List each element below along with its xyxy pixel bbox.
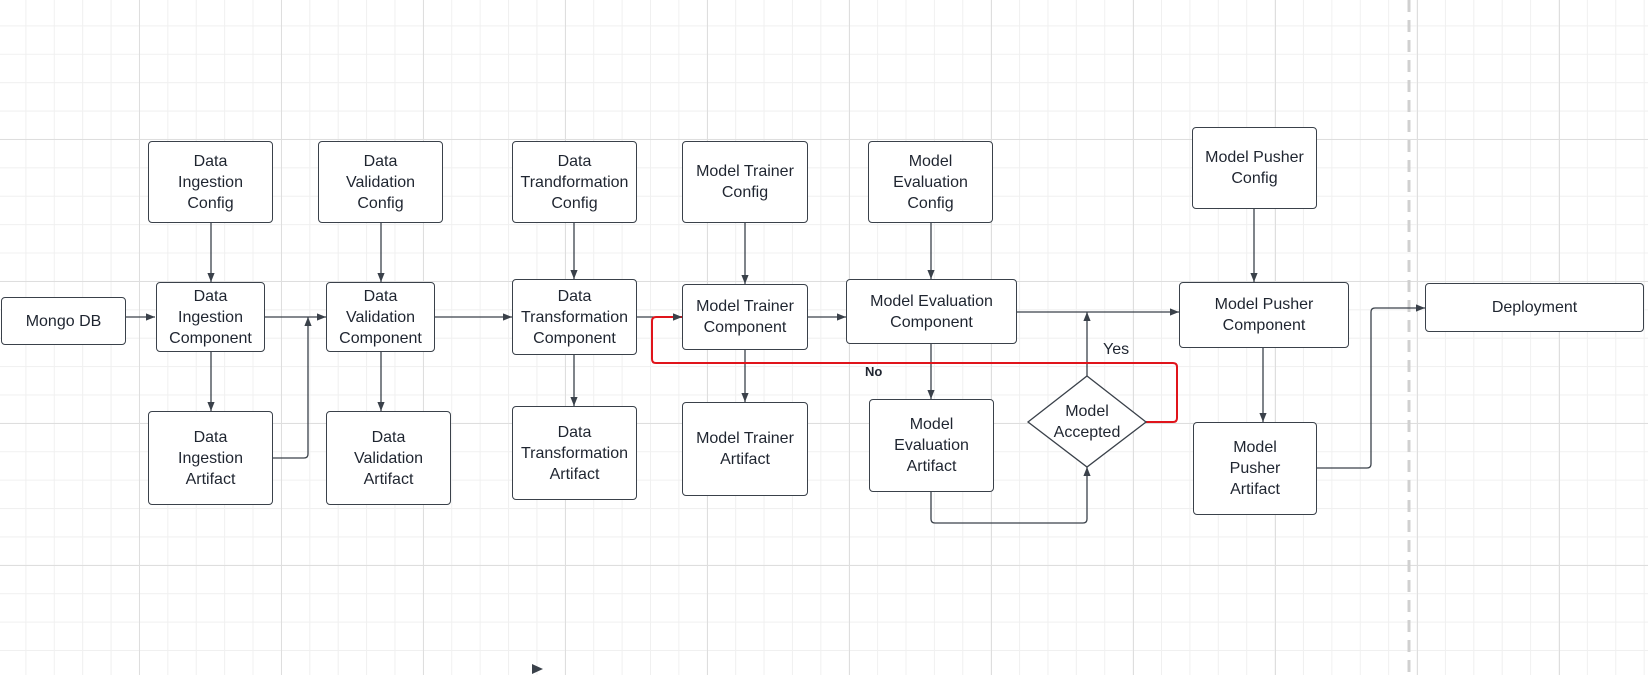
data-validation-component-node[interactable]: Data Validation Component — [326, 282, 435, 352]
stray-arrowhead — [532, 664, 543, 674]
data-ingestion-artifact-node[interactable]: Data Ingestion Artifact — [148, 411, 273, 505]
edge-pusher-artifact-to-deployment — [1317, 304, 1425, 469]
edge-ingestion-artifact-to-validation — [273, 317, 312, 459]
model-trainer-component-node[interactable]: Model Trainer Component — [682, 284, 808, 350]
edge-accepted-no — [651, 313, 1178, 423]
edge-evaluation-artifact-to-accepted — [930, 467, 1091, 524]
data-transformation-artifact-node[interactable]: Data Transformation Artifact — [512, 406, 637, 500]
data-validation-config-node[interactable]: Data Validation Config — [318, 141, 443, 223]
decision-diamond — [1026, 375, 1148, 468]
model-evaluation-config-node[interactable]: Model Evaluation Config — [868, 141, 993, 223]
model-pusher-config-node[interactable]: Model Pusher Config — [1192, 127, 1317, 209]
data-transformation-config-node[interactable]: Data Trandformation Config — [512, 141, 637, 223]
mongo-db-node[interactable]: Mongo DB — [1, 297, 126, 345]
data-ingestion-config-node[interactable]: Data Ingestion Config — [148, 141, 273, 223]
model-evaluation-component-node[interactable]: Model Evaluation Component — [846, 279, 1017, 344]
data-validation-artifact-node[interactable]: Data Validation Artifact — [326, 411, 451, 505]
data-ingestion-component-node[interactable]: Data Ingestion Component — [156, 282, 265, 352]
model-pusher-artifact-node[interactable]: Model Pusher Artifact — [1193, 422, 1317, 515]
data-transformation-component-node[interactable]: Data Transformation Component — [512, 279, 637, 355]
model-evaluation-artifact-node[interactable]: Model Evaluation Artifact — [869, 399, 994, 492]
model-pusher-component-node[interactable]: Model Pusher Component — [1179, 282, 1349, 348]
deployment-node[interactable]: Deployment — [1425, 283, 1644, 332]
model-trainer-artifact-node[interactable]: Model Trainer Artifact — [682, 402, 808, 496]
edge-label-no: No — [865, 364, 883, 379]
model-trainer-config-node[interactable]: Model Trainer Config — [682, 141, 808, 223]
edge-label-yes: Yes — [1103, 341, 1130, 358]
